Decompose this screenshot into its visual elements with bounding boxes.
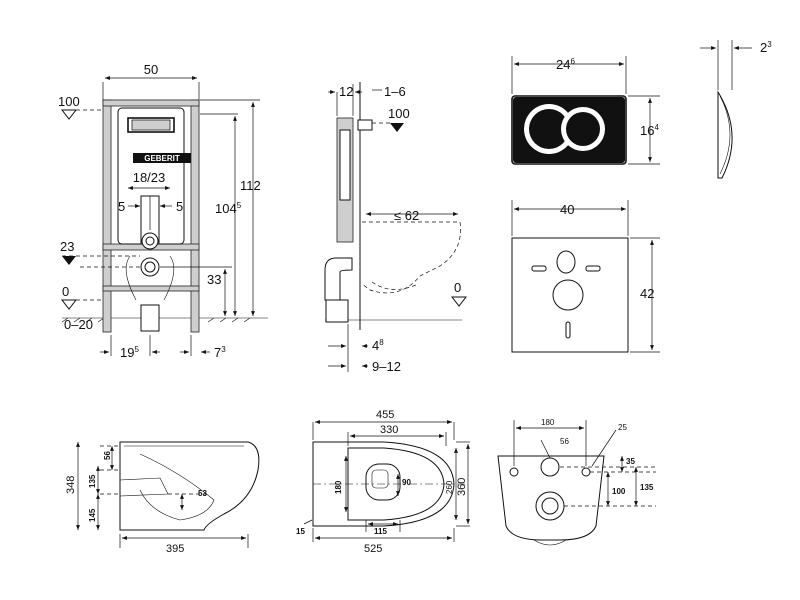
length-525-label: 525 [364, 543, 382, 555]
dim-180-back-label: 180 [541, 418, 555, 427]
dim-360-label: 360 [456, 478, 468, 496]
pad-width-label: 40 [560, 202, 574, 217]
dim-90-label: 90 [402, 478, 411, 487]
dim-48-label: 48 [372, 338, 384, 353]
brand-label: GEBERIT [144, 154, 180, 163]
plate-height-label: 164 [640, 123, 659, 138]
dim-135-side-label: 135 [88, 474, 97, 488]
dim-195-label: 195 [120, 345, 139, 360]
dim-145-side-label: 145 [88, 508, 97, 522]
dim-912-label: 9–12 [372, 359, 401, 374]
bowl-height-348-label: 348 [65, 476, 77, 494]
dim-100-label: 100 [612, 487, 626, 496]
ref-level-100-label: 100 [58, 94, 80, 109]
dim-16-label: 1–6 [384, 84, 406, 99]
dim-180-top-label: 180 [334, 480, 343, 494]
max-62-label: ≤ 62 [394, 208, 419, 223]
bowl-back-view: 180 56 25 35 100 135 [497, 418, 656, 546]
width-455-label: 455 [376, 409, 394, 421]
frame-side-view: ≤ 62 12 1–6 100 0 48 9–12 [324, 82, 468, 374]
bowl-side-view: 348 135 145 56 53 395 [65, 441, 260, 555]
flush-plate-side: 23 [700, 40, 772, 179]
five-left-label: 5 [118, 199, 125, 214]
frame-height-1045-label: 1045 [215, 201, 242, 216]
dim-12-label: 12 [339, 84, 353, 99]
dim-73-label: 73 [214, 345, 226, 360]
sound-insulation-pad: 40 42 [511, 200, 660, 353]
bowl-length-395-label: 395 [166, 543, 184, 555]
dim-135-back-label: 135 [640, 483, 654, 492]
pad-height-label: 42 [640, 286, 654, 301]
ref-level-23-label: 23 [60, 239, 74, 254]
flush-plate-front: 246 164 [511, 56, 660, 165]
frame-width-label: 50 [144, 62, 158, 77]
dim-53-label: 53 [198, 489, 207, 498]
range-020-label: 0–20 [64, 317, 93, 332]
frame-height-112-label: 112 [240, 178, 261, 193]
dim-25-label: 25 [618, 423, 627, 432]
dim-56-side-label: 56 [103, 451, 112, 460]
ref-100-side-label: 100 [388, 106, 410, 121]
width-330-label: 330 [380, 424, 398, 436]
range-1823-label: 18/23 [133, 170, 166, 185]
five-right-label: 5 [176, 199, 183, 214]
frame-front-view: GEBERIT 50 100 112 1045 18/23 5 5 [58, 62, 268, 360]
ref-level-0-label: 0 [62, 284, 69, 299]
dim-33-label: 33 [207, 272, 221, 287]
ref-0-side-label: 0 [454, 280, 461, 295]
plate-depth-label: 23 [760, 40, 772, 55]
dim-260-label: 260 [445, 480, 454, 494]
dim-115-label: 115 [374, 527, 387, 536]
dim-35-label: 35 [626, 457, 635, 466]
dim-56-back-label: 56 [560, 437, 569, 446]
geberit-logo [133, 153, 191, 163]
bowl-top-view: 455 330 180 90 260 360 115 15 525 [296, 409, 470, 555]
plate-width-label: 246 [556, 57, 575, 72]
dim-15-label: 15 [296, 527, 305, 536]
